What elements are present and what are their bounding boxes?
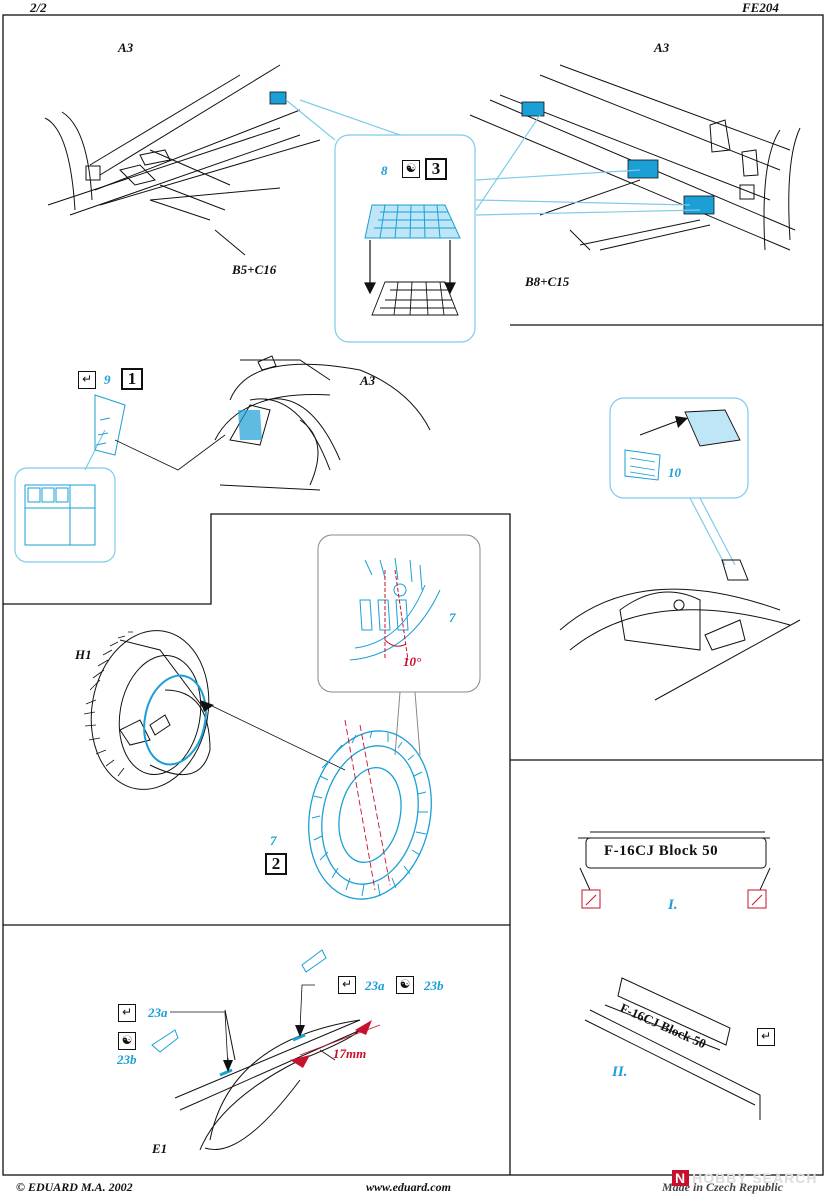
part-10-details	[624, 409, 741, 481]
part-number-23a-left: 23a	[148, 1005, 168, 1020]
label-a3-right: A3	[654, 40, 670, 55]
grille-right-1	[521, 101, 545, 117]
name-plate-stage-i	[578, 831, 771, 891]
copyright: © EDUARD M.A. 2002	[16, 1180, 133, 1194]
dimension-label: 17mm	[333, 1046, 367, 1061]
name-plate-stage-ii	[584, 977, 761, 1120]
exhaust-h1-petals	[83, 631, 133, 777]
fold-icon: ☯	[396, 976, 414, 994]
dimension-17mm	[290, 1020, 381, 1068]
fold-icon: ☯	[118, 1032, 136, 1050]
watermark-text: HOBBY SEARCH	[692, 1170, 818, 1186]
label-a3-left: A3	[118, 40, 134, 55]
angle-label: 10°	[403, 654, 422, 669]
exhaust-h1-ring-highlight	[143, 674, 207, 766]
step-number-1: 1	[121, 368, 143, 390]
panel-divider-left	[3, 513, 511, 925]
made-in: Made in Czech Republic	[662, 1180, 784, 1194]
fuselage-right-drawing	[469, 64, 801, 251]
page-number: 2/2	[30, 0, 47, 15]
label-h1: H1	[75, 647, 92, 662]
leader-part-9	[114, 434, 226, 471]
part-number-9: 9	[104, 372, 111, 387]
spine-drawing	[559, 559, 801, 701]
sheet-border	[2, 14, 824, 1176]
exhaust-h1-drawing	[90, 630, 211, 790]
part-7-ring-slots	[311, 730, 428, 897]
fold-icon: ☯	[402, 160, 420, 178]
pylon-e1-strips	[219, 1033, 306, 1077]
grille-right-2	[627, 159, 659, 179]
callout-part-10	[609, 397, 749, 566]
callout-part-7	[317, 534, 481, 756]
part-number-23b-left: 23b	[117, 1052, 137, 1067]
intake-drawing	[214, 355, 431, 491]
part-number-7: 7	[270, 833, 277, 848]
leader-part-7	[209, 704, 346, 771]
part-7-ring	[308, 730, 432, 900]
watermark-badge: N	[672, 1170, 690, 1186]
stage-label-ii: II.	[612, 1064, 628, 1080]
part-number-10: 10	[668, 465, 681, 480]
callout-part-8	[285, 99, 701, 343]
intake-part-highlight	[238, 410, 262, 440]
step-number-3: 3	[425, 158, 447, 180]
pylon-e1-drawing	[174, 1009, 366, 1151]
label-b8-c15: B8+C15	[525, 274, 570, 289]
part-8-frame	[371, 281, 459, 316]
product-code: FE204	[742, 0, 779, 15]
label-a3-mid: A3	[360, 373, 376, 388]
part-number-8: 8	[381, 163, 388, 178]
part-9-details	[24, 394, 126, 546]
bend-icon: ↵	[338, 976, 356, 994]
website: www.eduard.com	[366, 1180, 451, 1194]
grille-left	[269, 91, 287, 105]
stage-label-i: I.	[668, 897, 678, 913]
label-b5-c16: B5+C16	[232, 262, 277, 277]
panel-divider-bottom	[3, 924, 511, 1175]
part-8-grille	[364, 204, 461, 239]
part-8-arrows	[364, 240, 456, 295]
step-number-2: 2	[265, 853, 287, 875]
callout-part-9	[14, 429, 116, 563]
bend-icon: ↵	[118, 1004, 136, 1022]
angle-marks	[384, 569, 409, 661]
part-number-23a-right: 23a	[365, 978, 385, 993]
part-number-23b-right: 23b	[424, 978, 444, 993]
label-e1: E1	[152, 1141, 168, 1156]
bend-icon: ↵	[757, 1028, 775, 1046]
name-plate-tabs-i	[581, 889, 767, 909]
fuselage-left-drawing	[44, 64, 321, 256]
part-number-7-detail: 7	[449, 610, 456, 625]
bend-icon: ↵	[78, 371, 96, 389]
part-23-icons	[151, 949, 327, 1053]
name-plate-text-i: F-16CJ Block 50	[604, 843, 719, 859]
part-7-ring-axis	[344, 719, 391, 891]
